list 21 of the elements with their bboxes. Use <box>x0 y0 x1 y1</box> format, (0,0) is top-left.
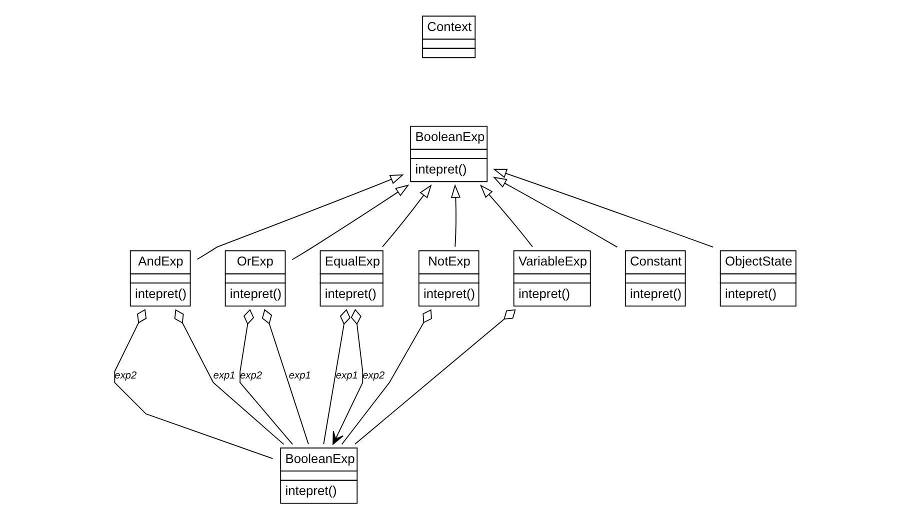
edge-label: exp2 <box>362 370 385 382</box>
arrow <box>450 184 461 248</box>
arrow <box>492 176 618 248</box>
edge-label: exp2 <box>114 370 137 382</box>
connector <box>114 309 274 460</box>
connector <box>354 309 516 445</box>
arrow <box>196 174 404 260</box>
edge-label: exp1 <box>288 370 311 382</box>
connector <box>262 309 309 445</box>
edge-label: exp1 <box>213 370 236 382</box>
edge-label: exp2 <box>240 370 262 382</box>
arrow <box>493 168 714 248</box>
connector <box>341 309 432 445</box>
connector <box>174 309 284 445</box>
arrow <box>332 308 364 445</box>
connector <box>323 309 350 445</box>
arrow <box>480 184 533 248</box>
edge-label: exp1 <box>336 370 358 382</box>
arrow <box>292 184 410 260</box>
connector <box>240 308 293 445</box>
arrow <box>382 184 432 248</box>
